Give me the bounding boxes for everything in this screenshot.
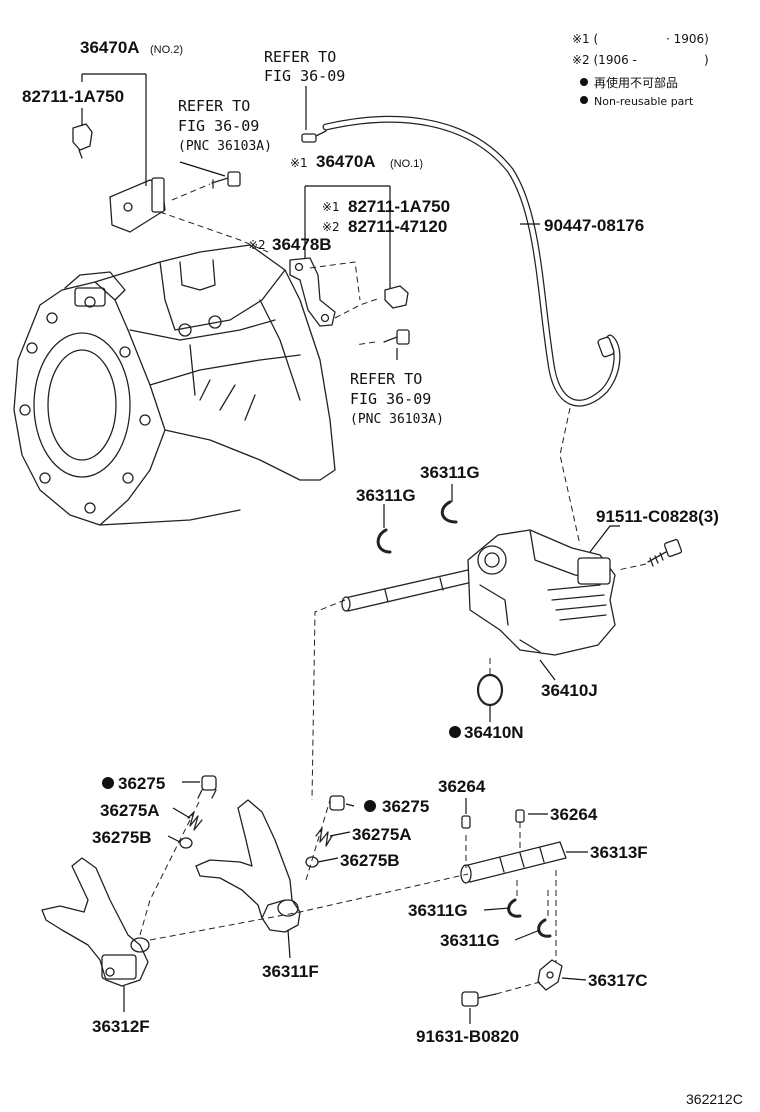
nonreusable-marker-icon (449, 726, 461, 738)
callout-36311G-a[interactable]: 36311G (420, 463, 480, 482)
head-36317C-drawing (537, 959, 563, 991)
callout-82711-1A750-mark: ※1 (322, 200, 340, 214)
callout-82711-47120[interactable]: 82711-47120 (348, 217, 447, 236)
callout-36275A-left[interactable]: 36275A (100, 801, 160, 820)
callout-36317C[interactable]: 36317C (588, 971, 648, 990)
refer-fig-note-1-line2[interactable]: FIG 36-09 (264, 67, 345, 85)
clip-82711-no1-drawing (384, 285, 409, 309)
legend-nonreusable-en: Non-reusable part (594, 95, 694, 108)
bolt-91511-drawing (647, 538, 683, 567)
callout-36478B[interactable]: 36478B (272, 235, 332, 254)
bracket-36478B-drawing (289, 257, 336, 327)
callout-36410N[interactable]: 36410N (464, 723, 524, 742)
callout-36470A-no1[interactable]: 36470A (316, 152, 376, 171)
callout-36264-a[interactable]: 36264 (438, 777, 486, 796)
callout-36313F[interactable]: 36313F (590, 843, 648, 862)
callout-82711-1A750-top[interactable]: 82711-1A750 (22, 87, 124, 106)
bolt-ref1-drawing (211, 171, 241, 189)
clip-82711-top-drawing (72, 123, 93, 159)
legend: ※1 ( · 1906) ※2 (1906 - ) 再使用不可部品 Non-re… (572, 32, 709, 108)
snap-ring-36311G-c-drawing (507, 898, 522, 918)
legend-mark1: ※1 ( (572, 32, 598, 46)
hose-90447-08176-drawing (301, 115, 621, 407)
plug-36275-mid-drawing (329, 795, 345, 811)
legend-mark1-range: · 1906) (666, 32, 709, 46)
refer-fig-note-2-line3[interactable]: (PNC 36103A) (178, 139, 272, 154)
legend-mark2: ※2 (1906 - (572, 53, 637, 67)
o-ring-36410N-drawing (476, 673, 504, 707)
figure-id: 362212C (686, 1091, 743, 1107)
callout-36470A-no1-mark: ※1 (290, 156, 308, 170)
snap-ring-36311G-d-drawing (537, 918, 552, 938)
callout-36410J[interactable]: 36410J (541, 681, 598, 700)
legend-nonreusable-jp: 再使用不可部品 (594, 75, 678, 90)
assembly-lines (139, 183, 647, 995)
callout-36311G-c[interactable]: 36311G (408, 901, 468, 920)
callout-36264-b[interactable]: 36264 (550, 805, 598, 824)
callout-36275-left[interactable]: 36275 (118, 774, 165, 793)
fork-36311F-drawing (195, 799, 301, 933)
callout-36311G-d[interactable]: 36311G (440, 931, 500, 950)
callout-36311G-b[interactable]: 36311G (356, 486, 416, 505)
callout-36470A-no1-suffix: (NO.1) (390, 158, 423, 170)
nonreusable-bullet-icon (580, 78, 588, 86)
spring-36275A-left-drawing (187, 811, 203, 831)
ball-36275B-left-drawing (179, 837, 193, 849)
callout-36470A-no2-suffix: (NO.2) (150, 44, 183, 56)
callout-82711-47120-mark: ※2 (322, 220, 340, 234)
callout-36470A-no2[interactable]: 36470A (80, 38, 140, 57)
refer-fig-note-2-line1[interactable]: REFER TO (178, 97, 250, 115)
housing-36410J-drawing (467, 529, 616, 656)
refer-fig-note-3-line1[interactable]: REFER TO (350, 370, 422, 388)
nonreusable-marker-icon (364, 800, 376, 812)
leader-lines (81, 73, 620, 1024)
callout-36311F[interactable]: 36311F (262, 962, 319, 981)
nonreusable-bullet-icon (580, 96, 588, 104)
snap-ring-36311G-a-drawing (376, 528, 392, 554)
callout-82711-1A750[interactable]: 82711-1A750 (348, 197, 450, 216)
nonreusable-marker-icon (102, 777, 114, 789)
callout-36275-mid[interactable]: 36275 (382, 797, 429, 816)
refer-fig-note-3-line2[interactable]: FIG 36-09 (350, 390, 431, 408)
legend-mark2-end: ) (704, 53, 709, 67)
callout-91631-B0820[interactable]: 91631-B0820 (416, 1027, 519, 1046)
shift-shaft-drawing (341, 564, 495, 612)
fork-36312F-drawing (41, 857, 150, 987)
pin-36264-b-drawing (515, 809, 525, 823)
snap-ring-36311G-b-drawing (440, 500, 458, 524)
refer-fig-note-2-line2[interactable]: FIG 36-09 (178, 117, 259, 135)
callout-36312F[interactable]: 36312F (92, 1017, 150, 1036)
bolt-ref3-drawing (383, 329, 410, 345)
callout-36275A-mid[interactable]: 36275A (352, 825, 412, 844)
callout-36275B-left[interactable]: 36275B (92, 828, 152, 847)
bolt-91631-drawing (461, 991, 497, 1007)
transmission-case-drawing (13, 244, 336, 526)
callout-90447-08176[interactable]: 90447-08176 (544, 216, 644, 235)
callout-36275B-mid[interactable]: 36275B (340, 851, 400, 870)
refer-fig-note-1-line1[interactable]: REFER TO (264, 48, 336, 66)
plug-36275-left-drawing (197, 775, 217, 799)
callout-91511-C0828[interactable]: 91511-C0828(3) (596, 507, 719, 526)
callout-36478B-mark: ※2 (248, 238, 266, 252)
pin-36264-a-drawing (461, 815, 471, 829)
callouts: 36470A (NO.2) 82711-1A750 REFER TO FIG 3… (22, 38, 743, 1107)
bracket-36470A-no2-drawing (109, 177, 166, 233)
shaft-36313F-drawing (460, 841, 567, 884)
refer-fig-note-3-line3[interactable]: (PNC 36103A) (350, 412, 444, 427)
